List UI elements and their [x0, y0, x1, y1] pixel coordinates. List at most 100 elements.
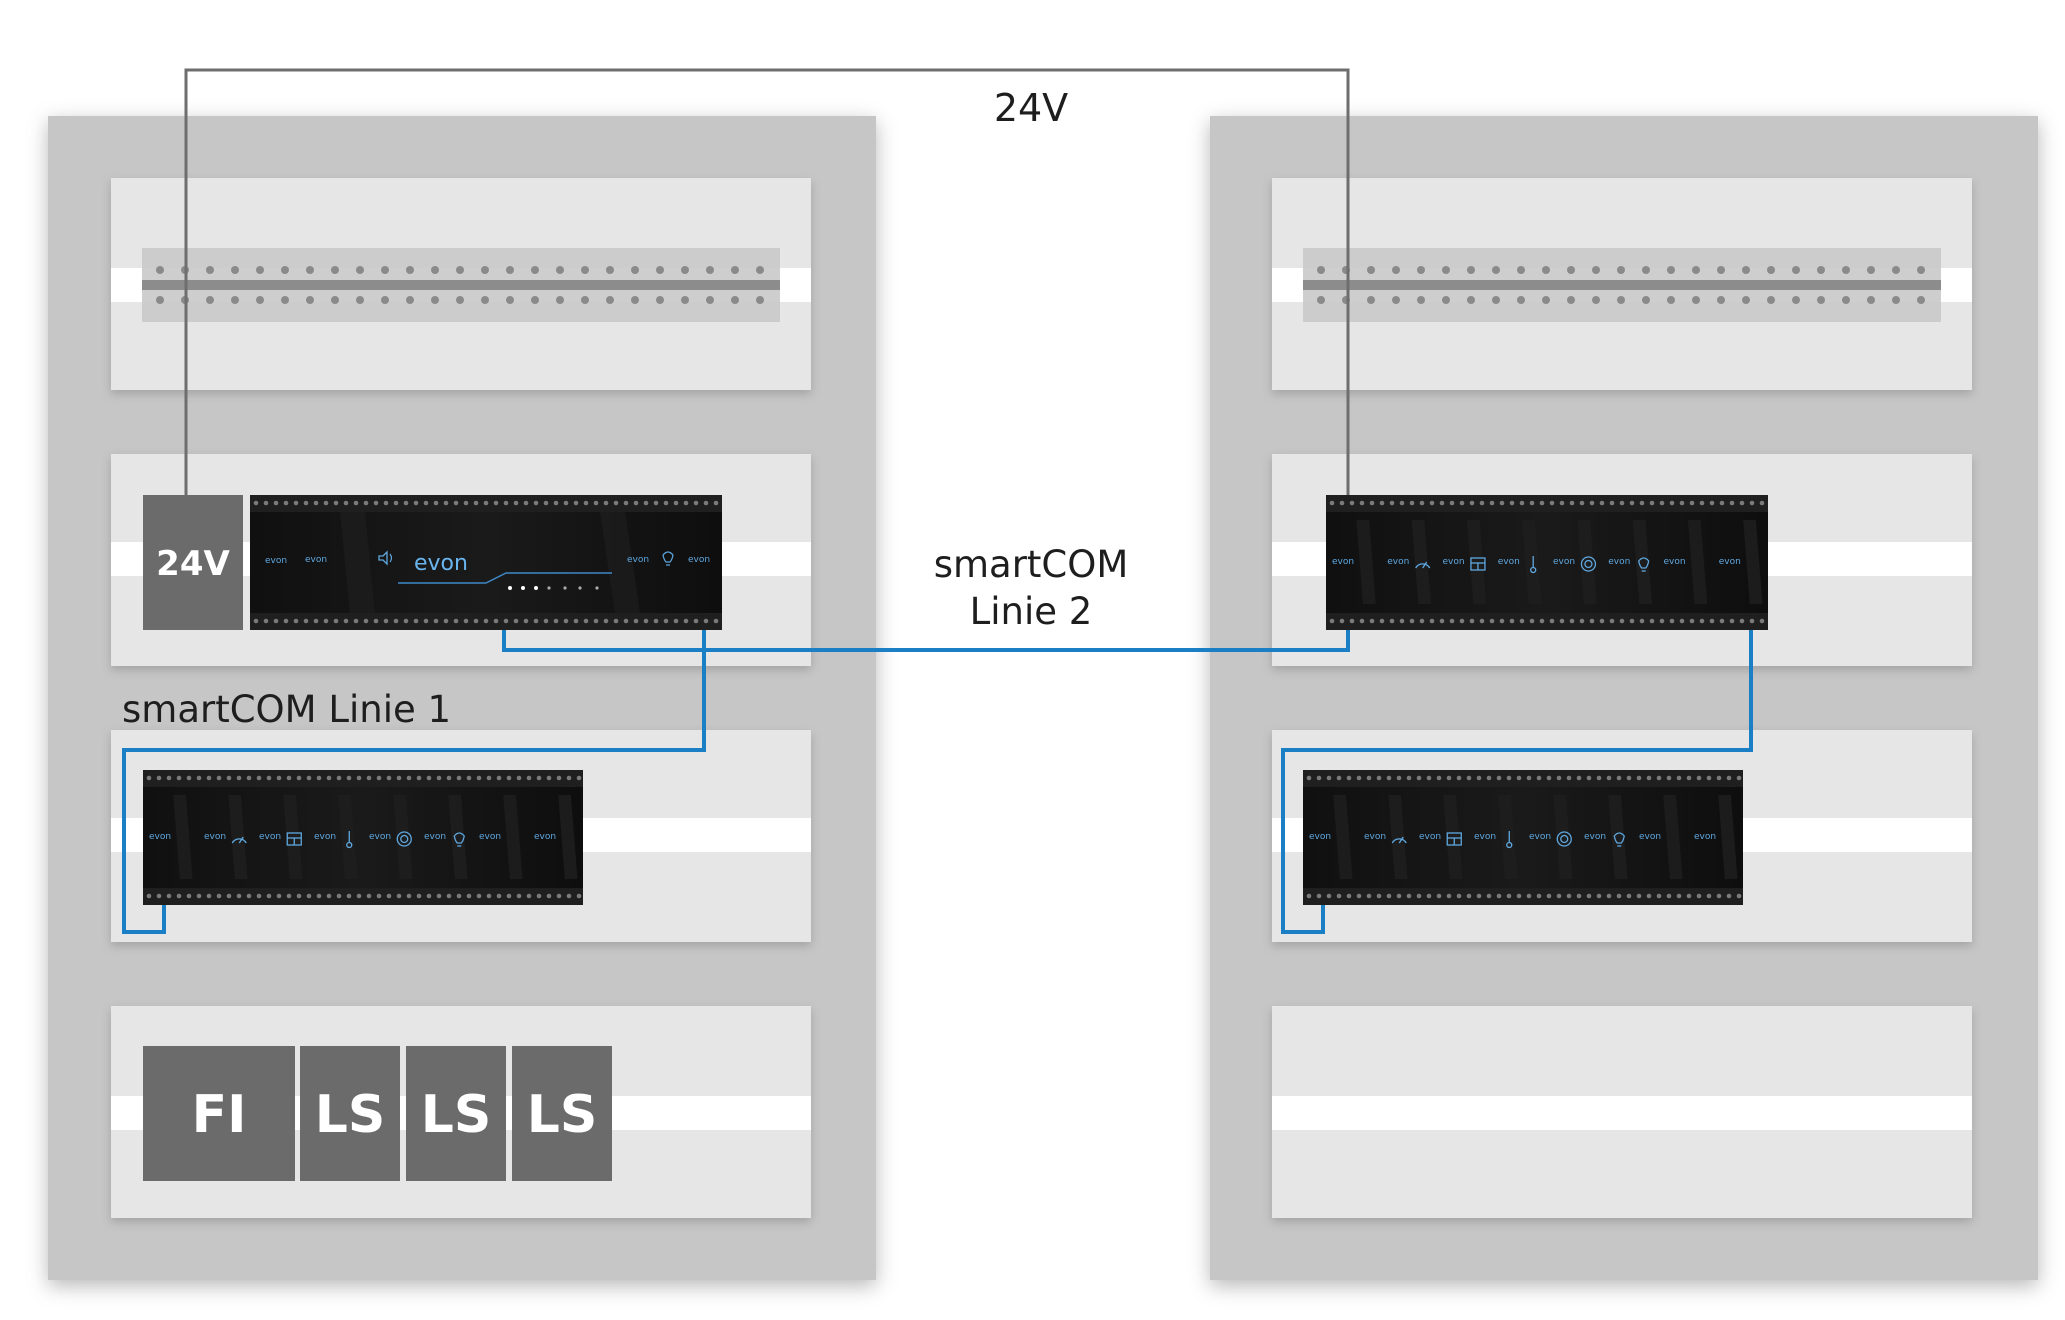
screw-terminal — [306, 893, 312, 899]
breaker-fi: FI — [143, 1046, 295, 1181]
screw-terminal — [1399, 500, 1405, 506]
screw-terminal — [1426, 893, 1432, 899]
screw-terminal — [413, 618, 419, 624]
screw-terminal — [1626, 775, 1632, 781]
terminal-dot — [756, 266, 764, 274]
screw-terminal — [1699, 500, 1705, 506]
brand-label: evon — [1443, 557, 1465, 567]
terminal-dot — [1892, 296, 1900, 304]
screw-terminal — [333, 500, 339, 506]
screw-terminal — [483, 618, 489, 624]
terminal-dot — [281, 296, 289, 304]
screw-terminal — [1426, 775, 1432, 781]
terminal-dot — [481, 296, 489, 304]
breaker-ls-label: LS — [421, 1085, 492, 1145]
screw-terminal — [653, 500, 659, 506]
screw-terminal — [1549, 618, 1555, 624]
screw-terminal — [196, 775, 202, 781]
terminal-dot — [156, 296, 164, 304]
screw-terminal — [1306, 775, 1312, 781]
screw-terminal — [1589, 500, 1595, 506]
screw-terminal — [1399, 618, 1405, 624]
screw-terminal — [543, 500, 549, 506]
breaker-fi-label: FI — [192, 1085, 247, 1145]
screw-terminal — [673, 500, 679, 506]
screw-terminal — [186, 775, 192, 781]
terminal-dot — [1392, 266, 1400, 274]
screw-terminal — [623, 500, 629, 506]
terminal-dot — [706, 266, 714, 274]
screw-terminal — [336, 775, 342, 781]
screw-terminal — [1729, 618, 1735, 624]
terminal-dot — [306, 266, 314, 274]
screw-terminal — [276, 775, 282, 781]
screw-terminal — [683, 618, 689, 624]
screw-terminal — [1739, 500, 1745, 506]
screw-terminal — [373, 500, 379, 506]
screw-terminal — [493, 618, 499, 624]
terminal-dot — [406, 266, 414, 274]
screw-terminal — [423, 618, 429, 624]
screw-terminal — [486, 893, 492, 899]
screw-terminal — [433, 500, 439, 506]
gauge-icon — [1391, 836, 1407, 844]
screw-terminal — [453, 500, 459, 506]
screw-terminal — [1359, 618, 1365, 624]
screw-terminal — [1616, 893, 1622, 899]
thermometer-icon — [1530, 556, 1537, 574]
brand-label: evon — [688, 555, 710, 565]
terminal-dot — [1792, 296, 1800, 304]
screw-terminal — [343, 500, 349, 506]
screw-terminal — [713, 500, 719, 506]
module-bevel — [1718, 795, 1738, 879]
screw-terminal — [1599, 500, 1605, 506]
screw-terminal — [1619, 500, 1625, 506]
terminal-dot — [1517, 296, 1525, 304]
screw-terminal — [1506, 893, 1512, 899]
screw-terminal — [1559, 618, 1565, 624]
screw-terminal — [1486, 775, 1492, 781]
terminal-dot — [581, 296, 589, 304]
terminal-dot — [1542, 296, 1550, 304]
screw-terminal — [1576, 893, 1582, 899]
screw-terminal — [1716, 893, 1722, 899]
screw-terminal — [1586, 775, 1592, 781]
terminal-dot — [1617, 266, 1625, 274]
terminal-dot — [681, 266, 689, 274]
screw-terminal — [1516, 893, 1522, 899]
brand-label: evon — [1608, 557, 1630, 567]
screw-terminal — [1376, 775, 1382, 781]
screw-terminal — [1719, 500, 1725, 506]
screw-terminal — [573, 500, 579, 506]
screw-terminal — [1389, 500, 1395, 506]
screw-terminal — [1459, 500, 1465, 506]
screw-terminal — [376, 775, 382, 781]
screw-terminal — [466, 893, 472, 899]
screw-terminal — [1639, 500, 1645, 506]
screw-terminal — [1406, 775, 1412, 781]
screw-terminal — [1496, 893, 1502, 899]
screw-terminal — [1579, 618, 1585, 624]
brand-label: evon — [1309, 832, 1331, 842]
terminal-dot — [1892, 266, 1900, 274]
screw-terminal — [1429, 500, 1435, 506]
label-smartcom-line2-bottom: Linie 2 — [970, 590, 1093, 633]
screw-terminal — [323, 500, 329, 506]
screw-terminal — [1706, 893, 1712, 899]
brand-label: evon — [259, 832, 281, 842]
screw-terminal — [303, 500, 309, 506]
screw-terminal — [1436, 775, 1442, 781]
screw-terminal — [583, 618, 589, 624]
module-bevel — [1608, 795, 1628, 879]
screw-terminal — [246, 893, 252, 899]
module-bevel — [1411, 520, 1431, 604]
screw-terminal — [486, 775, 492, 781]
screw-terminal — [1519, 618, 1525, 624]
terminal-dot — [1817, 266, 1825, 274]
terminal-dot — [1642, 296, 1650, 304]
screw-terminal — [1369, 618, 1375, 624]
terminal-dot — [1817, 296, 1825, 304]
screw-terminal — [1339, 618, 1345, 624]
terminal-dot — [356, 296, 364, 304]
screw-terminal — [196, 893, 202, 899]
